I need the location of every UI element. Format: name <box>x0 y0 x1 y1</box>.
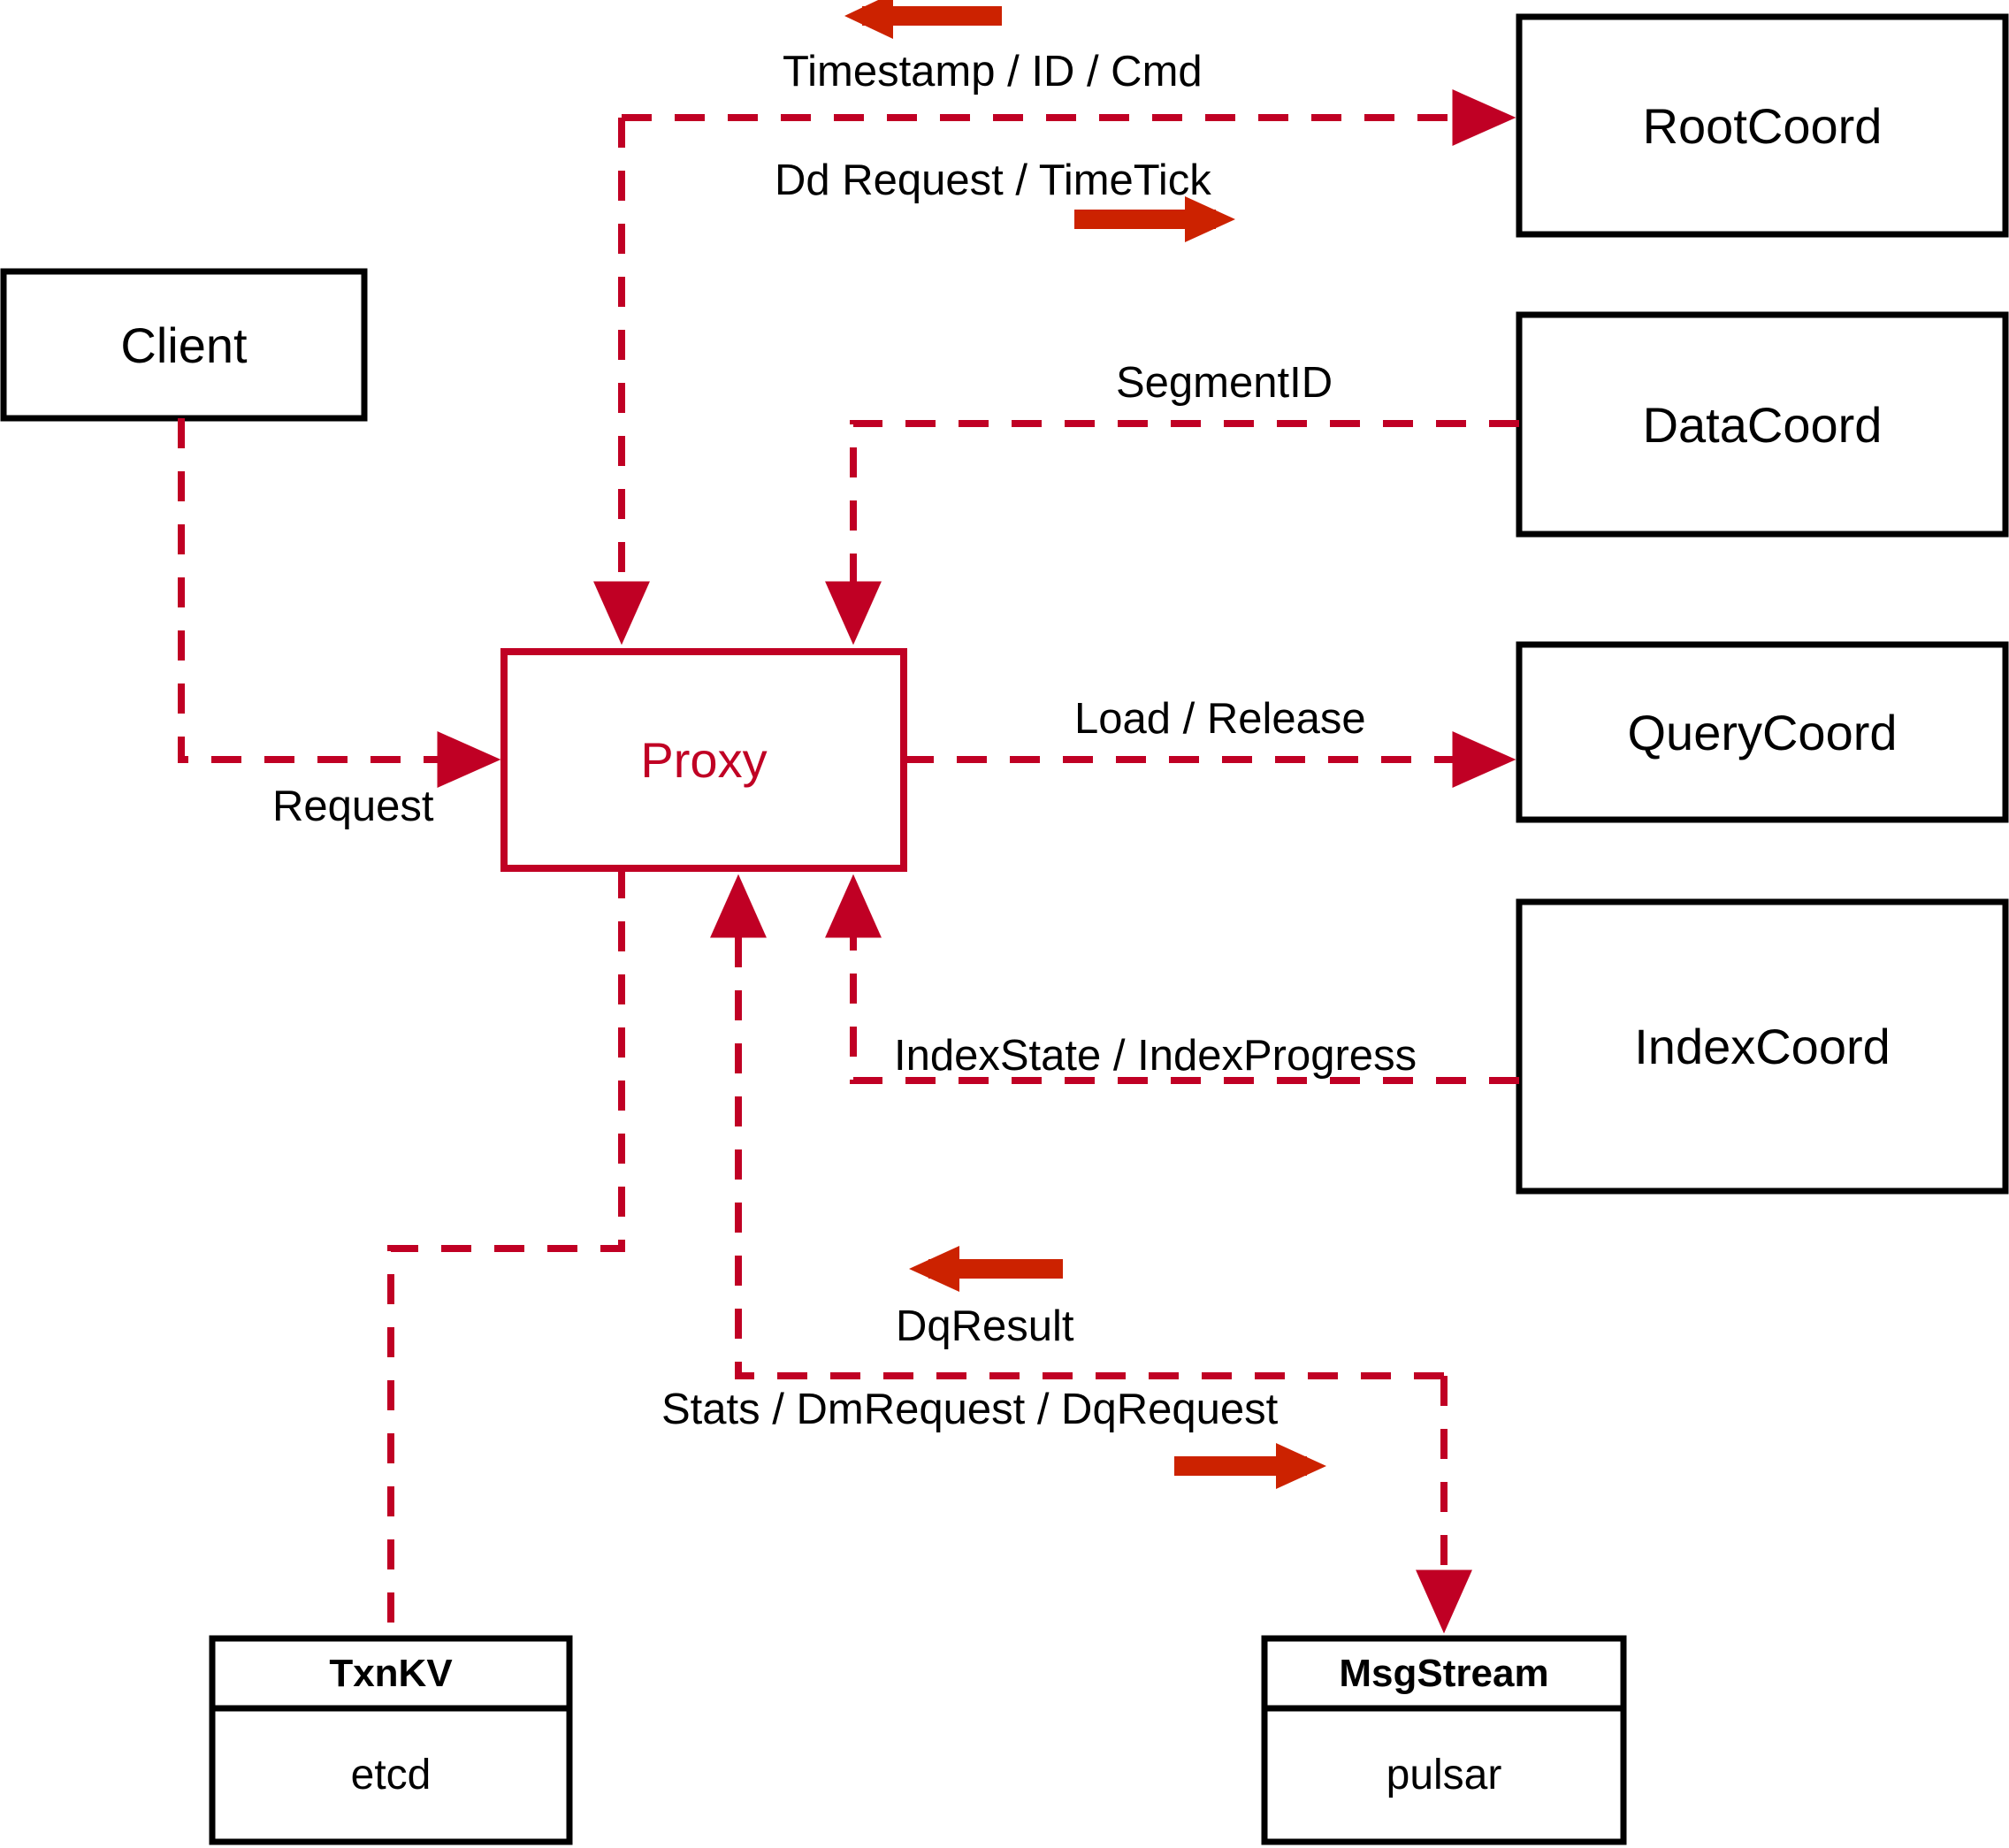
edge-indexcoord-to-proxy <box>825 874 1519 1084</box>
node-label-datacoord: DataCoord <box>1642 396 1883 453</box>
node-label-proxy: Proxy <box>640 732 768 788</box>
node-box-proxy[interactable] <box>500 648 907 872</box>
direction-arrow-right-bottom <box>1174 1443 1326 1489</box>
node-box-datacoord[interactable] <box>1516 311 2009 538</box>
edge-label-request: Request <box>272 783 434 830</box>
direction-arrow-left-bottom <box>909 1246 1063 1292</box>
edge-label-timestamp-id-cmd: Timestamp / ID / Cmd <box>783 48 1203 95</box>
node-box-indexcoord[interactable] <box>1516 898 2009 1195</box>
node-body-txnkv: etcd <box>350 1752 432 1798</box>
node-label-indexcoord: IndexCoord <box>1634 1019 1891 1074</box>
edge-label-dqresult: DqResult <box>896 1302 1074 1350</box>
node-box-rootcoord[interactable] <box>1516 13 2009 238</box>
direction-arrow-left-top <box>844 0 1002 39</box>
edge-label-dd-request-timetick: Dd Request / TimeTick <box>775 157 1211 204</box>
edge-label-segmentid: SegmentID <box>1116 359 1333 407</box>
node-title-msgstream: MsgStream <box>1339 1651 1549 1695</box>
node-label-querycoord: QueryCoord <box>1627 704 1898 760</box>
node-title-txnkv: TxnKV <box>329 1651 453 1695</box>
direction-arrow-right-top <box>1074 196 1235 242</box>
edge-client-to-proxy <box>178 418 501 788</box>
node-label-client: Client <box>120 317 248 373</box>
node-box-txnkv[interactable] <box>209 1635 573 1845</box>
edge-label-stats-dm-dq: Stats / DmRequest / DqRequest <box>661 1386 1279 1433</box>
edge-label-load-release: Load / Release <box>1074 695 1366 743</box>
edge-proxy-to-txnkv <box>387 868 625 1638</box>
edge-label-index-state: IndexState / IndexProgress <box>894 1032 1417 1080</box>
node-label-rootcoord: RootCoord <box>1642 97 1883 154</box>
edge-datacoord-to-proxy <box>825 420 1519 645</box>
node-body-msgstream: pulsar <box>1386 1752 1502 1798</box>
node-box-msgstream[interactable] <box>1261 1635 1627 1845</box>
edge-msgstream-to-proxy <box>710 874 1444 1379</box>
node-box-querycoord[interactable] <box>1516 641 2009 823</box>
node-box-client[interactable] <box>0 268 368 422</box>
